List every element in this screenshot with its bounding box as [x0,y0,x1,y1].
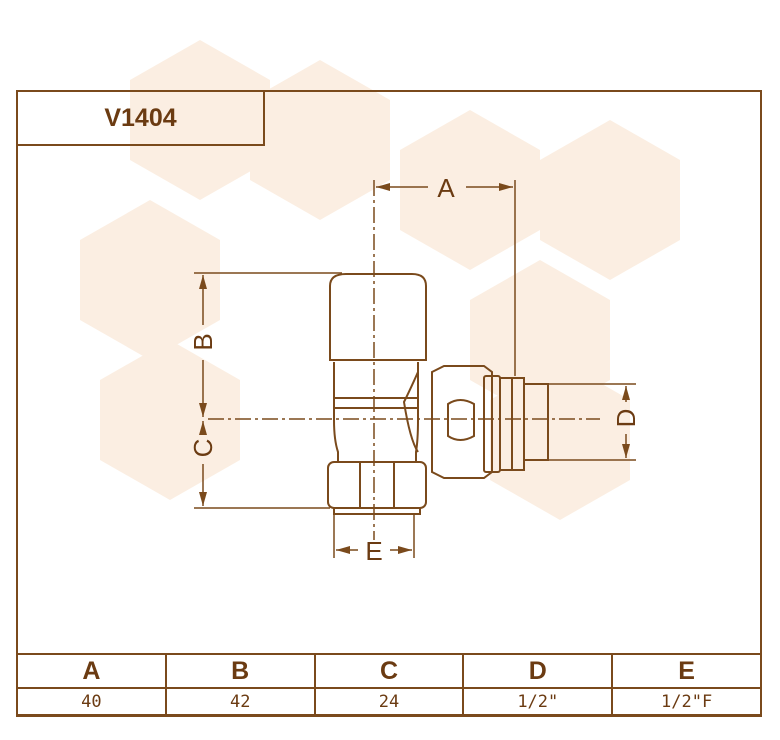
valve-cap [329,273,427,361]
dimension-label-d: D [611,409,641,428]
bottom-nut [327,461,427,509]
dimension-label-b: B [188,333,218,350]
dimension-label-a: A [437,173,455,203]
table-header-cell: A [16,653,167,689]
dimension-label-e: E [365,536,382,566]
table-row: 40 42 24 1/2" 1/2"F [16,687,762,717]
table-header-cell: B [164,653,316,689]
side-branch [402,371,419,453]
table-header-cell: E [611,653,762,689]
dimensions-table: A B C D E 40 42 24 1/2" 1/2"F [16,653,762,717]
table-cell: 40 [16,687,167,717]
threaded-tail [523,383,549,461]
dimension-label-c: C [188,439,218,458]
model-title: V1404 [16,90,265,146]
table-cell: 24 [313,687,465,717]
table-header-row: A B C D E [16,653,762,689]
table-cell: 1/2"F [611,687,762,717]
table-header-cell: C [313,653,465,689]
table-cell: 42 [164,687,316,717]
table-cell: 1/2" [462,687,614,717]
table-header-cell: D [462,653,614,689]
